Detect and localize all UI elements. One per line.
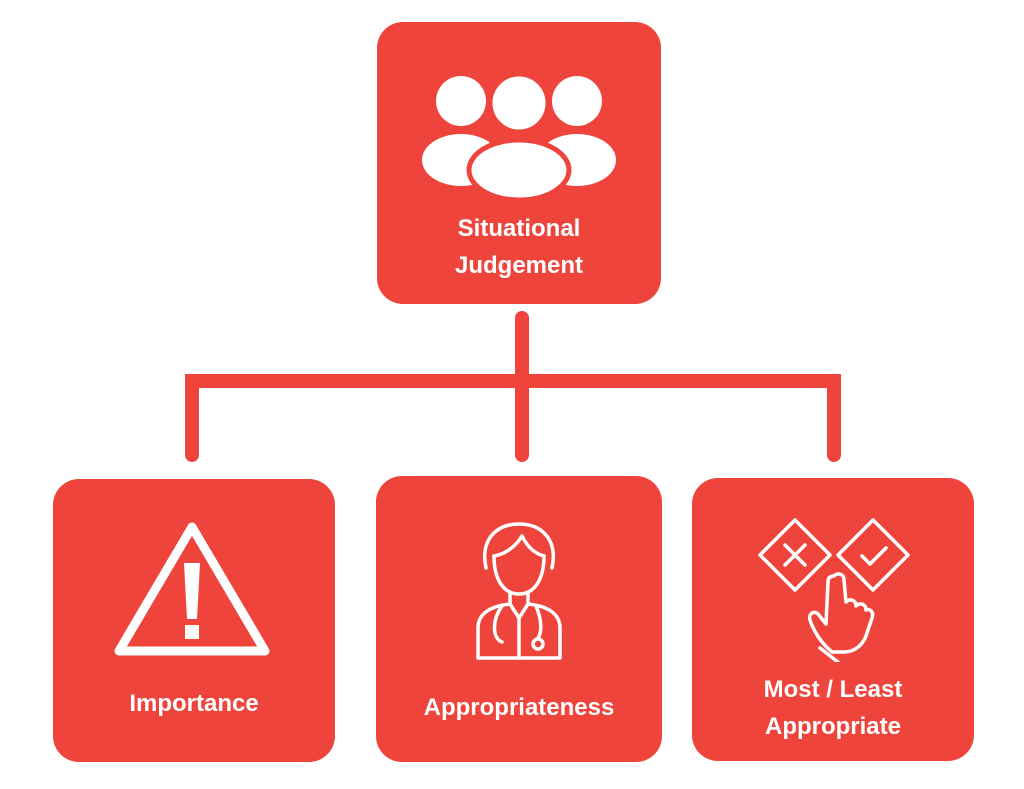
doctor-icon <box>476 522 562 660</box>
select-check-cross-icon <box>758 518 910 662</box>
node-label: Importance <box>129 690 259 717</box>
node-label: Situational Judgement <box>454 215 583 279</box>
node-most-least-appropriate: Most / Least Appropriate <box>692 478 974 761</box>
node-label: Most / Least Appropriate <box>763 676 903 740</box>
warning-triangle-icon <box>114 522 270 656</box>
node-situational-judgement: Situational Judgement <box>377 22 661 304</box>
node-importance: Importance <box>53 479 335 762</box>
users-group-icon <box>422 74 616 200</box>
node-appropriateness: Appropriateness <box>376 476 662 762</box>
node-label: Appropriateness <box>423 694 615 721</box>
